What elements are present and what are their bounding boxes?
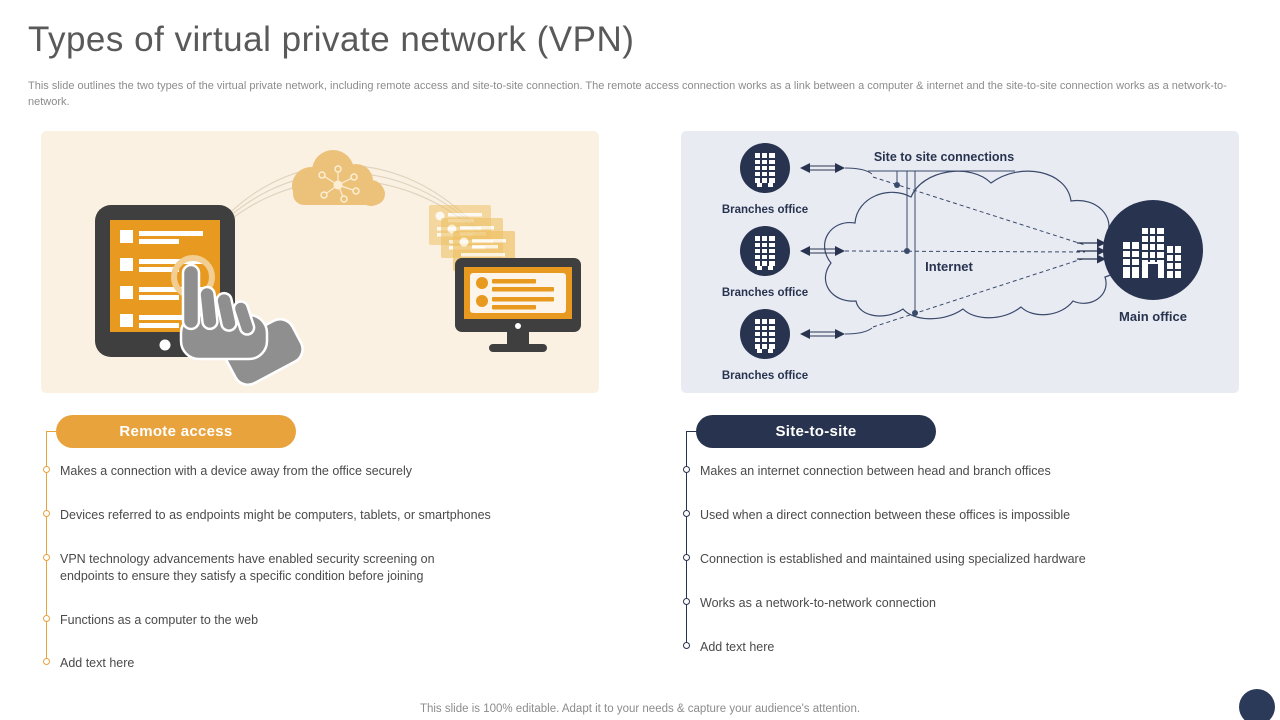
main-office-label: Main office <box>1119 309 1187 324</box>
bullet-icon <box>683 553 690 561</box>
branch-office-icon <box>740 226 790 276</box>
branch-office-label: Branches office <box>722 370 808 382</box>
double-arrow-icon <box>799 162 846 174</box>
bullet-icon <box>43 509 50 517</box>
list-item-text: VPN technology advancements have enabled… <box>60 551 435 583</box>
main-office-arrows <box>1077 238 1106 264</box>
list-item: Makes a connection with a device away fr… <box>40 463 492 480</box>
documents-icon <box>429 205 515 271</box>
list-item: Works as a network-to-network connection <box>680 595 1260 612</box>
internet-label: Internet <box>925 259 973 274</box>
list-item: Add text here <box>680 639 1260 656</box>
branch-office-icon <box>740 143 790 193</box>
slide-subtitle: This slide outlines the two types of the… <box>28 80 1227 108</box>
site-to-site-diagram: Site to site connections Internet Branch… <box>722 143 1203 382</box>
branch-office-label: Branches office <box>722 287 808 299</box>
main-office-icon <box>1103 200 1203 300</box>
page-title: Types of virtual private network (VPN) <box>28 20 635 59</box>
corner-decoration <box>1239 689 1275 720</box>
footer-note: This slide is 100% editable. Adapt it to… <box>419 703 861 715</box>
connection-tap-dots <box>894 182 918 316</box>
remote-access-rail <box>46 431 47 665</box>
bullet-icon <box>683 597 690 605</box>
list-item: Connection is established and maintained… <box>680 551 1260 568</box>
remote-access-section: Remote access Makes a connection with a … <box>40 415 640 672</box>
site-to-site-illustration-panel: Site to site connections Internet Branch… <box>681 131 1239 393</box>
add-text-placeholder[interactable]: Add text here <box>700 639 775 654</box>
internet-cloud-outline <box>824 170 1124 320</box>
bullet-icon <box>43 614 50 622</box>
branch-office-icon <box>740 309 790 359</box>
site-to-site-header-pill[interactable]: Site-to-site <box>686 415 936 448</box>
list-item: Add text here <box>40 655 492 672</box>
hand-cursor-icon <box>179 263 304 386</box>
list-item: Devices referred to as endpoints might b… <box>40 507 492 524</box>
list-item-text: Devices referred to as endpoints might b… <box>60 507 491 522</box>
list-item: Makes an internet connection between hea… <box>680 463 1260 480</box>
vpn-connection-lines <box>844 167 1086 335</box>
list-item-text: Makes a connection with a device away fr… <box>60 464 413 478</box>
bullet-icon <box>683 509 690 517</box>
bullet-icon <box>43 658 50 666</box>
branch-office-label: Branches office <box>722 204 808 216</box>
list-item-text: Makes an internet connection between hea… <box>700 464 1051 478</box>
list-item-text: Functions as a computer to the web <box>60 612 259 627</box>
site-connections-label: Site to site connections <box>874 150 1014 164</box>
remote-access-illustration <box>95 150 581 386</box>
cloud-network-icon <box>292 150 385 206</box>
add-text-placeholder[interactable]: Add text here <box>60 656 135 671</box>
list-item-text: Used when a direct connection between th… <box>700 507 1071 522</box>
list-item: Functions as a computer to the web <box>40 612 492 629</box>
double-arrow-icon <box>799 328 846 340</box>
list-item-text: Works as a network-to-network connection <box>700 595 936 610</box>
site-to-site-rail <box>686 431 687 648</box>
site-to-site-list: Makes an internet connection between hea… <box>680 463 1280 655</box>
remote-access-list: Makes a connection with a device away fr… <box>40 463 640 672</box>
remote-access-illustration-panel <box>41 131 599 393</box>
bullet-icon <box>43 466 50 473</box>
site-to-site-section: Site-to-site Makes an internet connectio… <box>680 415 1280 655</box>
list-item-text: Connection is established and maintained… <box>700 551 1086 566</box>
list-item: VPN technology advancements have enabled… <box>40 551 492 585</box>
double-arrow-icon <box>799 245 846 257</box>
remote-access-header-pill[interactable]: Remote access <box>46 415 296 448</box>
monitor-icon <box>455 258 581 352</box>
bullet-icon <box>683 641 690 649</box>
bullet-icon <box>43 553 50 561</box>
bullet-icon <box>683 466 690 473</box>
list-item: Used when a direct connection between th… <box>680 507 1260 524</box>
